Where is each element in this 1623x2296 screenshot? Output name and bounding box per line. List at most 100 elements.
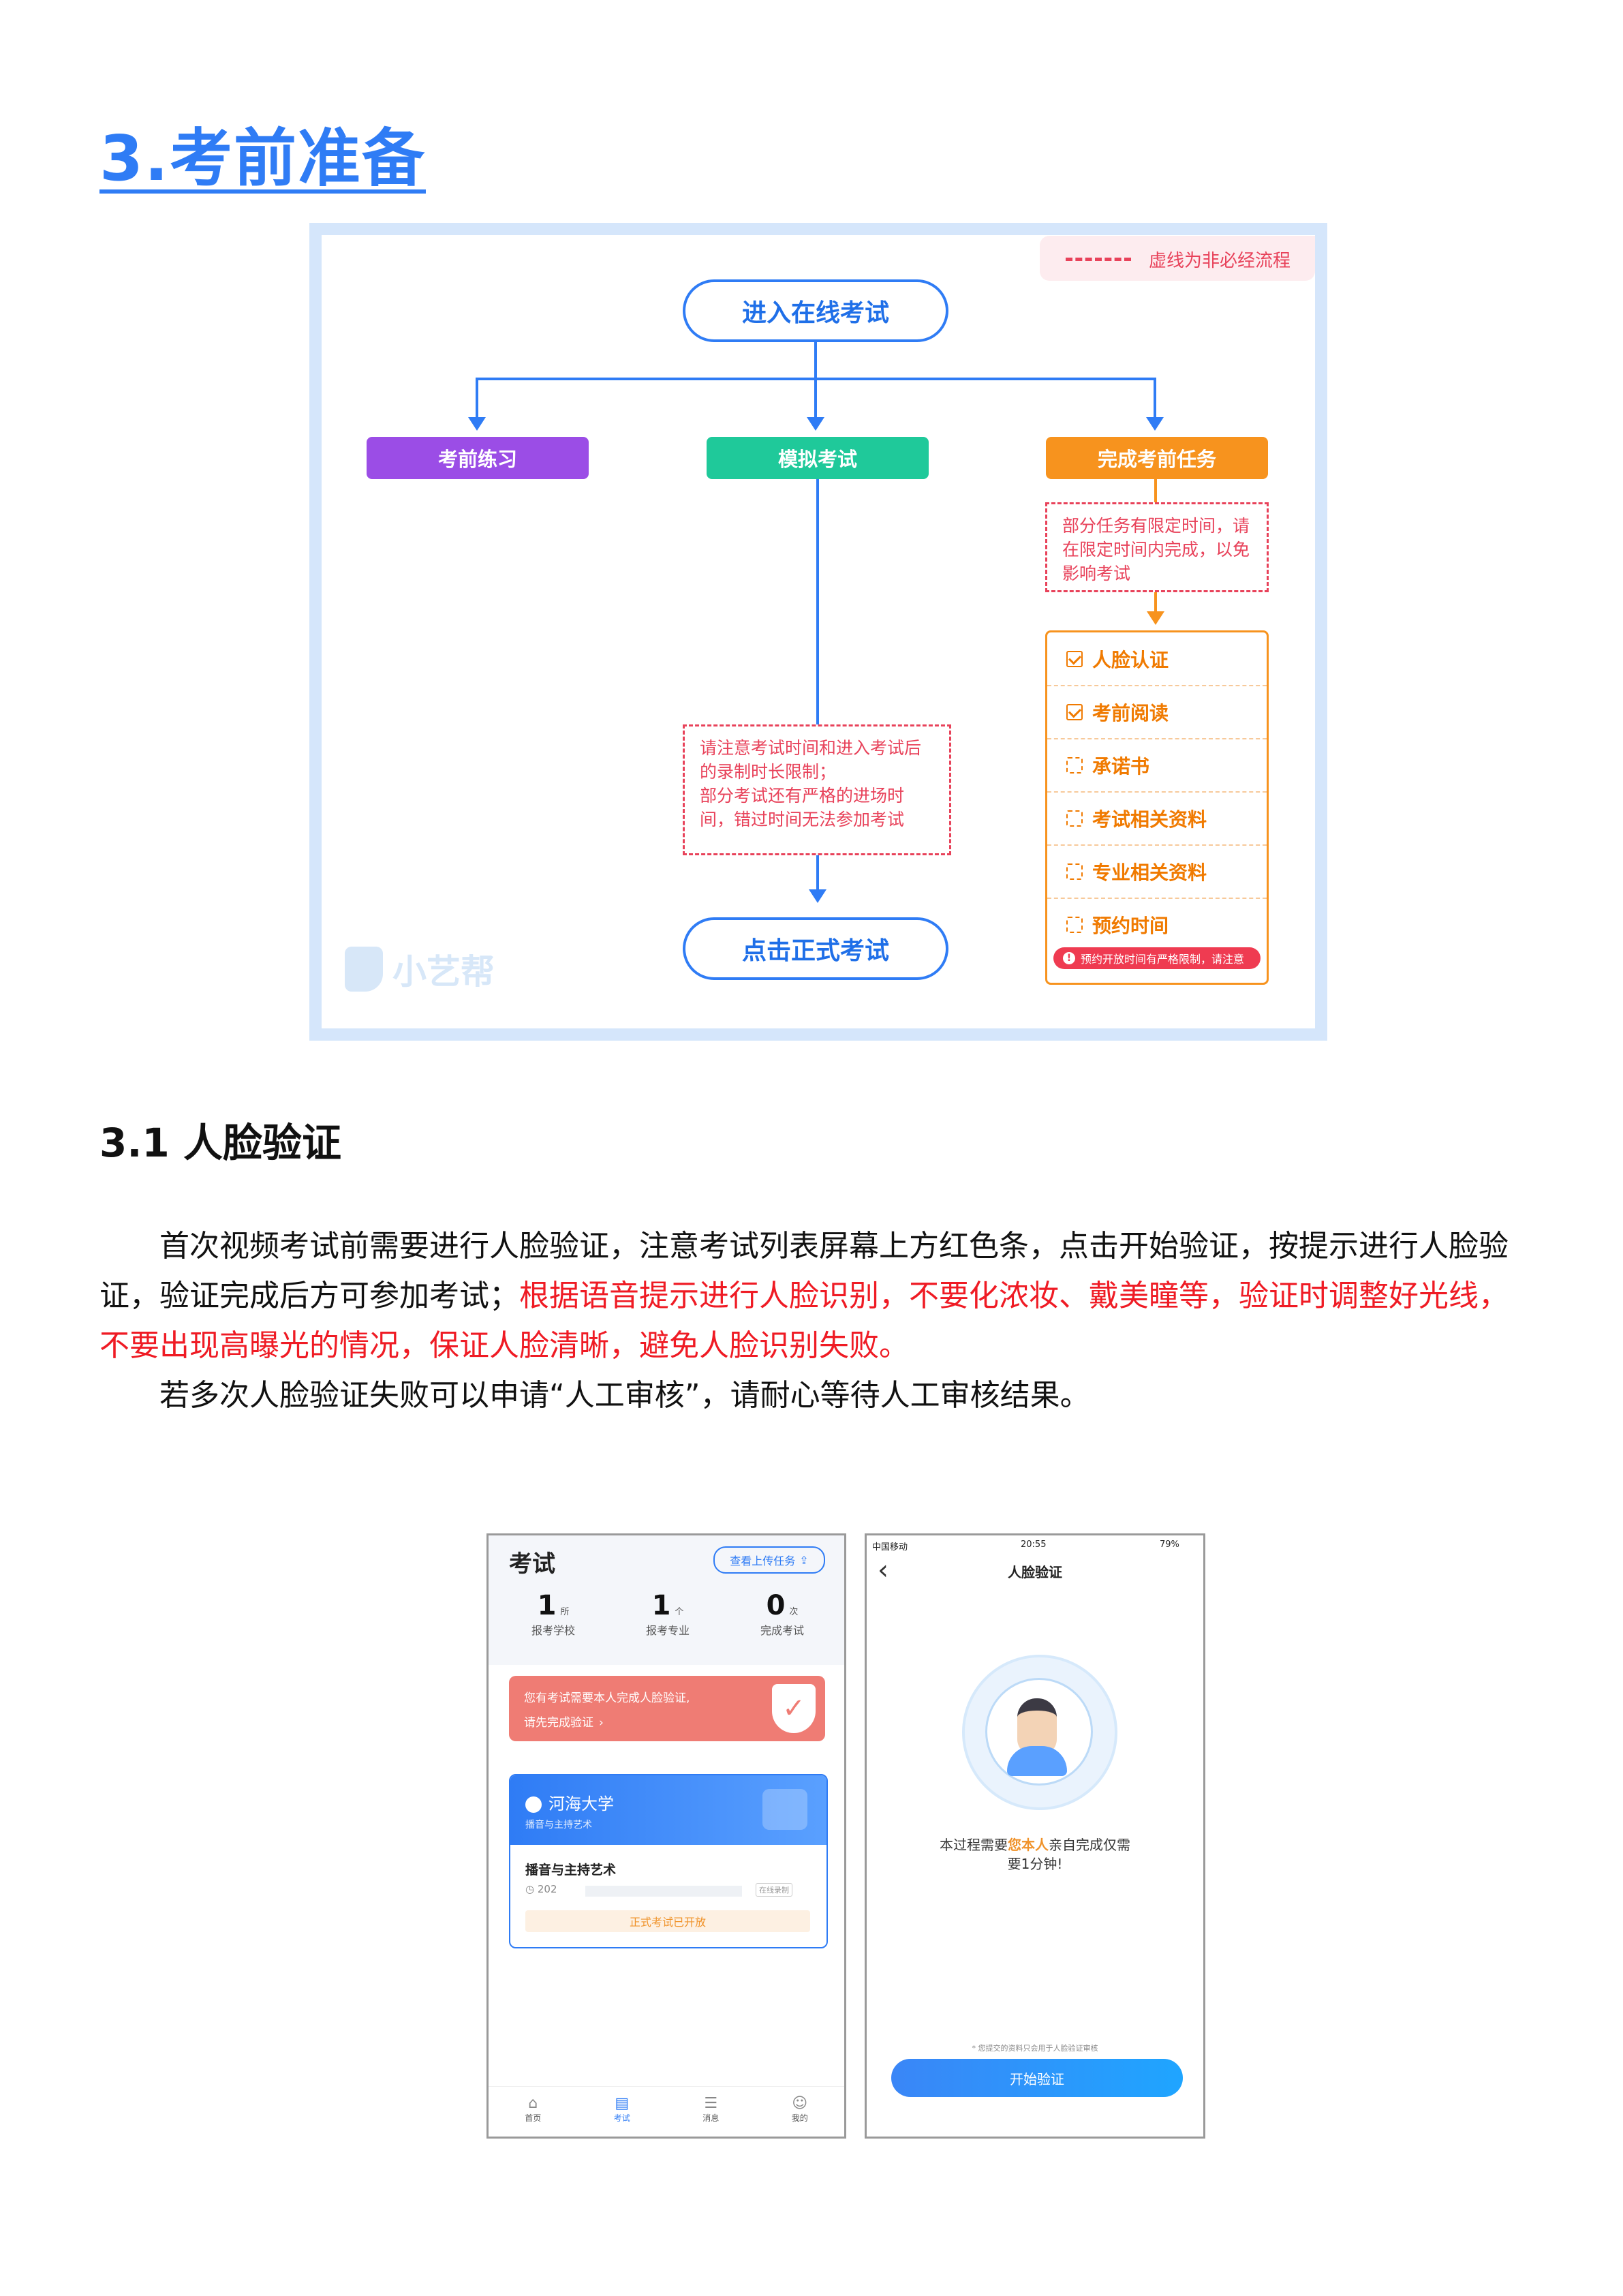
start-verify-button[interactable]: 开始验证 bbox=[891, 2059, 1183, 2097]
tab-home[interactable]: ⌂首页 bbox=[489, 2087, 578, 2137]
upload-tasks-label: 查看上传任务 bbox=[730, 1555, 796, 1567]
arrow-down-icon bbox=[468, 417, 486, 431]
watermark: 小艺帮 bbox=[345, 945, 495, 994]
paragraph-2: 若多次人脸验证失败可以申请“人工审核”，请耐心等待人工审核结果。 bbox=[99, 1371, 1537, 1420]
desc-text-2: 要1分钟! bbox=[1007, 1856, 1063, 1872]
redacted-bar bbox=[585, 1886, 742, 1897]
task-label: 人脸认证 bbox=[1092, 648, 1169, 671]
video-icon bbox=[762, 1789, 807, 1830]
stat-unit: 个 bbox=[675, 1607, 684, 1617]
stat-label: 报考学校 bbox=[531, 1624, 575, 1637]
task-warning: !预约开放时间有严格限制，请注意 bbox=[1053, 947, 1261, 969]
connector bbox=[1154, 592, 1157, 613]
task-item: 考前阅读 bbox=[1047, 686, 1267, 739]
mock-node: 模拟考试 bbox=[707, 437, 929, 479]
watermark-text: 小艺帮 bbox=[392, 952, 495, 992]
message-icon: ☰ bbox=[704, 2095, 718, 2112]
tab-messages[interactable]: ☰消息 bbox=[666, 2087, 756, 2137]
task-label: 预约时间 bbox=[1092, 914, 1169, 937]
mock-note-line: 请注意考试时间和进入考试后的录制时长限制； bbox=[700, 738, 922, 782]
checkbox-empty-icon bbox=[1066, 916, 1083, 933]
alert-link: 请先完成验证 bbox=[524, 1716, 593, 1730]
arrow-down-icon bbox=[809, 889, 826, 903]
exam-date: 202 bbox=[537, 1883, 557, 1895]
back-chevron-icon[interactable]: ‹ bbox=[878, 1555, 888, 1586]
task-item: 预约时间 bbox=[1047, 898, 1267, 951]
stat-number: 0 bbox=[766, 1590, 786, 1621]
connector bbox=[1154, 378, 1156, 418]
subsection-title: 3.1 人脸验证 bbox=[99, 1120, 341, 1166]
tab-profile[interactable]: ☺我的 bbox=[756, 2087, 845, 2137]
stat-label: 完成考试 bbox=[760, 1624, 804, 1637]
checkbox-empty-icon bbox=[1066, 756, 1083, 774]
task-label: 承诺书 bbox=[1092, 754, 1150, 778]
phone-page-title: 人脸验证 bbox=[1008, 1564, 1062, 1580]
exam-card[interactable]: 河海大学 播音与主持艺术 播音与主持艺术 ◷ 202 在线录制 正式考试已开放 bbox=[509, 1774, 828, 1948]
checkbox-empty-icon bbox=[1066, 863, 1083, 880]
smile-icon: ☺ bbox=[792, 2095, 808, 2112]
tab-label: 考试 bbox=[613, 2113, 630, 2123]
task-label: 专业相关资料 bbox=[1092, 861, 1207, 884]
tab-label: 消息 bbox=[702, 2113, 720, 2123]
alert-text: 您有考试需要本人完成人脸验证, bbox=[524, 1692, 690, 1705]
school-sub: 播音与主持艺术 bbox=[525, 1820, 592, 1831]
paragraph-text: 若多次人脸验证失败可以申请“人工审核”，请耐心等待人工审核结果。 bbox=[159, 1378, 1090, 1413]
end-node: 点击正式考试 bbox=[683, 917, 948, 980]
task-list: 人脸认证 考前阅读 承诺书 考试相关资料 专业相关资料 预约时间 bbox=[1045, 630, 1269, 985]
task-warning-text: 预约开放时间有严格限制，请注意 bbox=[1081, 953, 1245, 966]
legend: 虚线为非必经流程 bbox=[1040, 236, 1315, 281]
checkbox-checked-icon bbox=[1066, 650, 1083, 667]
paragraph-highlight: 根据语音提示进行人脸识别，不要化浓妆、戴美瞳等，验证时调整好光线，不要出现高曝光… bbox=[99, 1279, 1509, 1363]
clock-icon: ◷ bbox=[525, 1883, 538, 1895]
stat-unit: 所 bbox=[560, 1607, 570, 1617]
tasks-node: 完成考前任务 bbox=[1046, 437, 1268, 479]
stat-number: 1 bbox=[537, 1590, 557, 1621]
paragraph-1: 首次视频考试前需要进行人脸验证，注意考试列表屏幕上方红色条，点击开始验证，按提示… bbox=[99, 1221, 1537, 1371]
task-item: 考试相关资料 bbox=[1047, 792, 1267, 846]
brand-logo-icon bbox=[345, 947, 383, 992]
legend-dash-line bbox=[1066, 258, 1131, 261]
mock-note: 请注意考试时间和进入考试后的录制时长限制； 部分考试还有严格的进场时间，错过时间… bbox=[683, 724, 951, 855]
connector bbox=[814, 378, 817, 418]
connector bbox=[1154, 479, 1157, 504]
task-label: 考试相关资料 bbox=[1092, 808, 1207, 831]
exam-open-status: 正式考试已开放 bbox=[525, 1910, 810, 1932]
major-name: 播音与主持艺术 bbox=[525, 1863, 617, 1878]
paragraph-text: 首次视频考试前需要进行人脸验证，注意考试列表屏幕上方红色条，点击开始验证，按提示… bbox=[99, 1229, 1509, 1313]
task-label: 考前阅读 bbox=[1092, 701, 1169, 724]
connector bbox=[816, 855, 819, 891]
face-verify-alert[interactable]: 您有考试需要本人完成人脸验证, 请先完成验证› ✓ bbox=[509, 1676, 825, 1741]
practice-node: 考前练习 bbox=[367, 437, 589, 479]
face-desc: 本过程需要您本人亲自完成仅需 bbox=[867, 1834, 1203, 1854]
connector bbox=[476, 378, 478, 418]
tasks-note: 部分任务有限定时间，请在限定时间内完成，以免影响考试 bbox=[1045, 502, 1269, 592]
avatar-body-icon bbox=[1007, 1746, 1067, 1776]
desc-text: 亲自完成仅需 bbox=[1049, 1837, 1130, 1853]
start-node: 进入在线考试 bbox=[683, 279, 948, 342]
status-battery: 79% bbox=[1160, 1540, 1179, 1550]
task-item: 专业相关资料 bbox=[1047, 845, 1267, 899]
mock-note-line: 部分考试还有严格的进场时间，错过时间无法参加考试 bbox=[700, 786, 905, 829]
checkbox-checked-icon bbox=[1066, 703, 1083, 720]
upload-tasks-button[interactable]: 查看上传任务⇪ bbox=[713, 1546, 825, 1574]
phone-screenshot-face: 中国移动 20:55 79% ‹ 人脸验证 本过程需要您本人亲自完成仅需 要1分… bbox=[865, 1533, 1205, 2139]
stat-label: 报考专业 bbox=[645, 1624, 690, 1637]
connector bbox=[814, 342, 817, 379]
phone-page-title: 考试 bbox=[509, 1550, 555, 1578]
legend-text: 虚线为非必经流程 bbox=[1149, 251, 1291, 271]
privacy-footnote: * 您提交的资料只会用于人脸验证审核 bbox=[972, 2044, 1098, 2053]
status-time: 20:55 bbox=[1021, 1540, 1047, 1550]
task-item: 承诺书 bbox=[1047, 739, 1267, 793]
tab-label: 首页 bbox=[525, 2113, 542, 2123]
stat-number: 1 bbox=[651, 1590, 671, 1621]
desc-text: 本过程需要 bbox=[940, 1837, 1008, 1853]
tab-label: 我的 bbox=[791, 2113, 808, 2123]
shield-check-icon: ✓ bbox=[772, 1684, 816, 1733]
status-carrier: 中国移动 bbox=[872, 1542, 908, 1552]
checkbox-empty-icon bbox=[1066, 810, 1083, 827]
face-frame bbox=[962, 1655, 1117, 1810]
tab-exam[interactable]: ▤考试 bbox=[578, 2087, 667, 2137]
